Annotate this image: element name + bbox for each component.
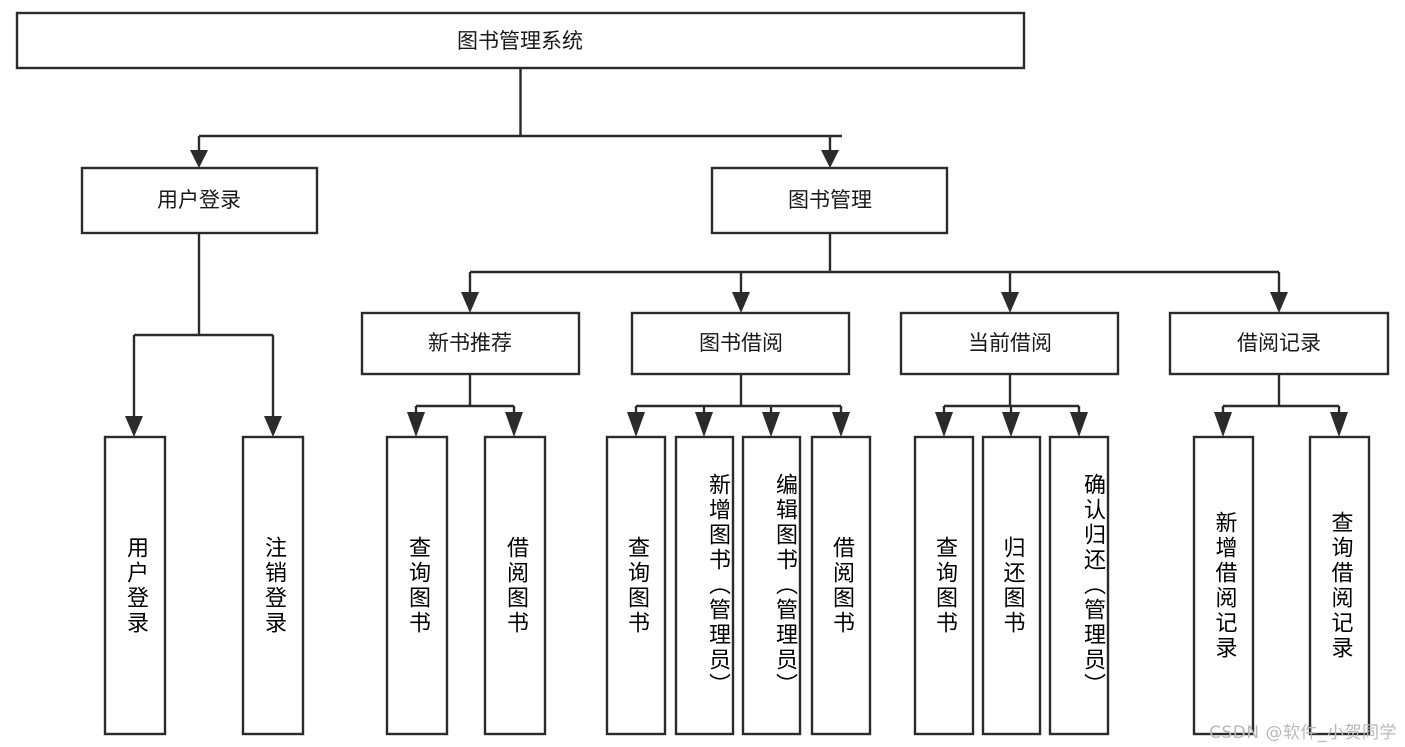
node-borrow-record[interactable]: 借阅记录 (1168, 311, 1390, 376)
leaf-add-record-box[interactable] (1192, 435, 1255, 736)
leaf-query-record[interactable] (1308, 435, 1371, 736)
node-book-borrow-label: 图书借阅 (699, 331, 783, 355)
arrow-head-current-borrow (1001, 292, 1019, 313)
arrow-head-leaf-query-book-2 (627, 412, 645, 437)
leaf-logout-login-box[interactable] (241, 435, 305, 736)
node-new-book-recommend[interactable]: 新书推荐 (360, 311, 581, 376)
node-user-login[interactable]: 用户登录 (80, 166, 319, 235)
leaf-query-book-2[interactable] (605, 435, 667, 736)
leaf-borrow-book-2-label: 借阅图书 (829, 535, 854, 636)
leaf-add-record[interactable] (1192, 435, 1255, 736)
arrow-head-book-manage (821, 150, 839, 168)
csdn-watermark: CSDN @软件_小贺同学 (1209, 723, 1397, 743)
arrow-head-user-login (190, 150, 208, 168)
leaf-add-record-label: 新增借阅记录 (1211, 510, 1237, 661)
node-current-borrow[interactable]: 当前借阅 (899, 311, 1120, 376)
leaf-return-book[interactable] (981, 435, 1042, 736)
arrow-head-borrow-record (1270, 292, 1288, 313)
leaf-return-book-label: 归还图书 (999, 535, 1025, 636)
leaf-confirm-return-box[interactable] (1048, 435, 1110, 736)
arrow-head-leaf-edit-book (762, 412, 780, 437)
node-book-borrow[interactable]: 图书借阅 (630, 311, 851, 376)
leaf-borrow-book-2[interactable] (810, 435, 872, 736)
leaf-user-login-box[interactable] (103, 435, 167, 736)
arrow-head-book-borrow (732, 292, 750, 313)
node-book-manage[interactable]: 图书管理 (710, 166, 949, 235)
leaf-confirm-return[interactable] (1048, 435, 1110, 736)
node-borrow-record-label: 借阅记录 (1237, 331, 1321, 355)
leaf-query-book-1-box[interactable] (385, 435, 449, 736)
leaf-logout-login[interactable] (241, 435, 305, 736)
arrow-head-leaf-query-record (1330, 412, 1348, 437)
leaf-borrow-book-1[interactable] (483, 435, 547, 736)
leaf-query-book-2-box[interactable] (605, 435, 667, 736)
leaf-confirm-return-label: 确认归还（管理员） (1080, 473, 1105, 698)
arrow-head-leaf-return-book (1002, 412, 1020, 437)
leaf-query-book-3-label: 查询图书 (932, 535, 957, 636)
leaf-borrow-book-1-box[interactable] (483, 435, 547, 736)
leaf-user-login-label: 用户登录 (123, 535, 148, 636)
node-current-borrow-label: 当前借阅 (968, 331, 1052, 355)
node-book-borrow-box[interactable] (630, 311, 851, 376)
leaf-return-book-box[interactable] (981, 435, 1042, 736)
arrow-head-new-book-recommend (461, 292, 479, 313)
arrow-head-leaf-query-book-1 (407, 412, 425, 437)
leaf-add-book-label: 新增图书（管理员） (705, 473, 730, 698)
node-new-book-recommend-box[interactable] (360, 311, 581, 376)
leaf-edit-book-label: 编辑图书（管理员） (772, 473, 797, 698)
leaf-query-record-label: 查询借阅记录 (1327, 510, 1353, 661)
leaf-borrow-book-2-box[interactable] (810, 435, 872, 736)
node-borrow-record-box[interactable] (1168, 311, 1390, 376)
node-new-book-recommend-label: 新书推荐 (428, 331, 512, 355)
leaf-add-book[interactable] (674, 435, 735, 736)
arrow-head-leaf-user-login (125, 416, 143, 437)
arrow-head-leaf-confirm-return (1070, 412, 1088, 437)
leaf-query-book-1-label: 查询图书 (405, 535, 430, 636)
node-root-label: 图书管理系统 (457, 29, 583, 53)
leaf-query-book-2-label: 查询图书 (624, 535, 649, 636)
node-book-manage-box[interactable] (710, 166, 949, 235)
leaf-query-book-3[interactable] (913, 435, 975, 736)
node-root-box[interactable] (15, 11, 1026, 70)
arrow-head-leaf-logout-login (264, 416, 282, 437)
arrow-head-leaf-borrow-book-1 (505, 412, 523, 437)
node-user-login-label: 用户登录 (157, 188, 241, 212)
node-user-login-box[interactable] (80, 166, 319, 235)
leaf-query-book-3-box[interactable] (913, 435, 975, 736)
leaf-edit-book[interactable] (741, 435, 802, 736)
leaf-logout-login-label: 注销登录 (261, 535, 286, 636)
leaf-user-login[interactable] (103, 435, 167, 736)
arrow-head-leaf-borrow-book-2 (832, 412, 850, 437)
leaf-add-book-box[interactable] (674, 435, 735, 736)
leaf-query-book-1[interactable] (385, 435, 449, 736)
node-root[interactable]: 图书管理系统 (15, 11, 1026, 70)
leaf-borrow-book-1-label: 借阅图书 (503, 535, 528, 636)
arrow-head-leaf-add-record (1214, 412, 1232, 437)
connector-layer (125, 68, 1348, 437)
node-book-manage-label: 图书管理 (788, 188, 872, 212)
arrow-head-leaf-add-book (695, 412, 713, 437)
arrow-head-leaf-query-book-3 (935, 412, 953, 437)
leaf-query-record-box[interactable] (1308, 435, 1371, 736)
node-current-borrow-box[interactable] (899, 311, 1120, 376)
leaf-edit-book-box[interactable] (741, 435, 802, 736)
